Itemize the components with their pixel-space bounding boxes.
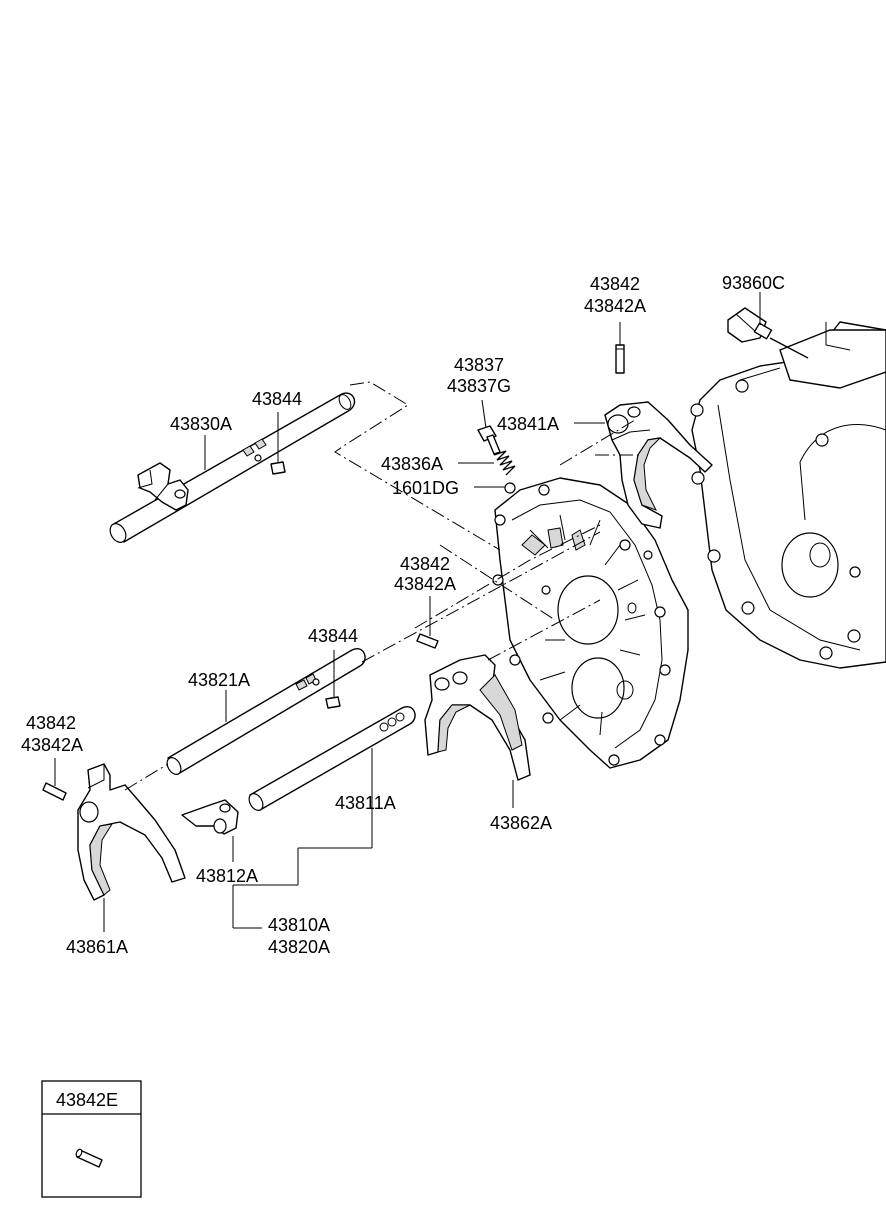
shift-rail-43811a: [248, 706, 416, 811]
label-93860c: 93860C: [722, 273, 785, 293]
shift-rail-43830a: [109, 392, 356, 543]
label-43861a: 43861A: [66, 937, 128, 957]
pin-43842-left: [42, 758, 67, 801]
label-43842a-left: 43842A: [21, 735, 83, 755]
ball-1601dg: [504, 482, 516, 494]
inset-box: 43842E: [41, 1080, 142, 1198]
pin-43842-top: [615, 322, 625, 374]
label-43862a: 43862A: [490, 813, 552, 833]
label-43811a: 43811A: [335, 793, 396, 813]
spring-43836a: [493, 450, 516, 476]
label-43844-mid: 43844: [308, 626, 358, 646]
label-43842-left: 43842: [26, 713, 76, 733]
leader-lines: [103, 292, 761, 932]
pin-icon: [75, 1148, 103, 1168]
interlock-43844-mid: [325, 650, 341, 709]
pin-43842-mid: [416, 596, 439, 649]
interlock-43844-top: [270, 412, 286, 475]
label-43812a: 43812A: [196, 866, 258, 886]
label-43844-top: 43844: [252, 389, 302, 409]
label-1601dg: 1601DG: [392, 478, 459, 498]
label-43841a: 43841A: [497, 414, 559, 434]
transmission-case: [690, 321, 886, 669]
label-43837: 43837: [454, 355, 504, 375]
part-labels: 93860C 43842 43842A 43837 43837G 43844 4…: [21, 273, 785, 957]
shift-fork-43862a: [424, 654, 531, 781]
shift-rail-43821a: [166, 648, 366, 775]
label-43837g: 43837G: [447, 376, 511, 396]
lug-43812a: [181, 799, 239, 835]
label-43842-top: 43842: [590, 274, 640, 294]
shift-fork-43861a: [77, 763, 186, 901]
bolt-43837: [477, 399, 501, 455]
inset-title: 43842E: [56, 1090, 118, 1110]
label-43830a: 43830A: [170, 414, 232, 434]
label-43810a: 43810A: [268, 915, 330, 935]
label-43842a-mid: 43842A: [394, 574, 456, 594]
label-43821a: 43821A: [188, 670, 250, 690]
intermediate-plate: [492, 477, 689, 769]
centerlines: [124, 381, 640, 791]
sensor-93860c: [727, 307, 809, 359]
label-43842-mid: 43842: [400, 554, 450, 574]
label-43820a: 43820A: [268, 937, 330, 957]
label-43836a: 43836A: [381, 454, 443, 474]
shift-fork-43841a: [604, 401, 713, 529]
label-43842a-top: 43842A: [584, 296, 646, 316]
